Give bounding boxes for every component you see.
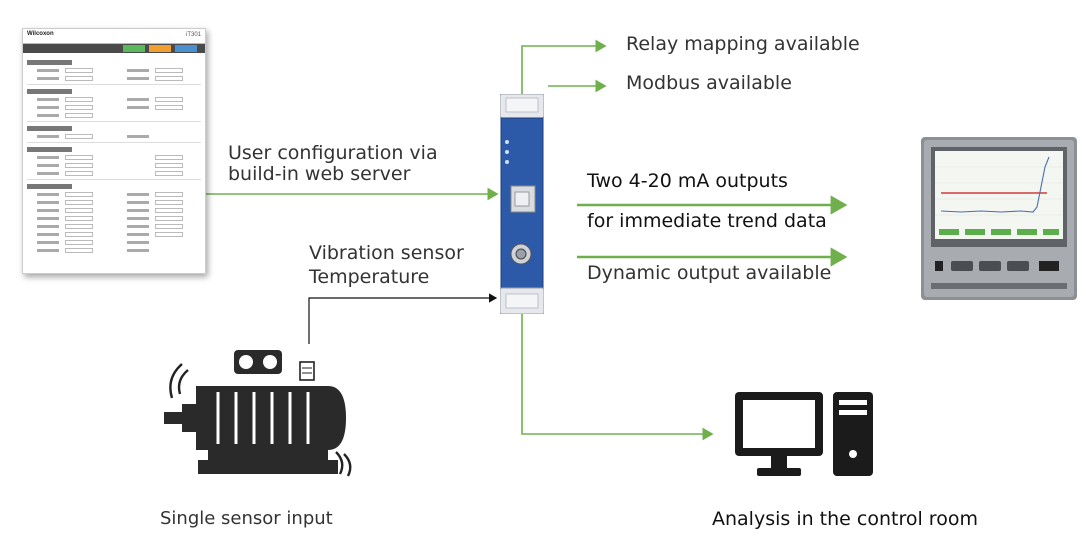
- analysis-label: Analysis in the control room: [712, 508, 978, 530]
- desktop-computer-icon: [735, 392, 873, 476]
- webpage-model: iT301: [185, 32, 201, 38]
- relay-mapping-label: Relay mapping available: [626, 33, 860, 55]
- relay-arrow: [521, 39, 607, 94]
- webpage-logo: Wilcoxon: [27, 31, 54, 37]
- temperature-label: Temperature: [309, 266, 430, 288]
- analysis-arrow: [521, 314, 714, 441]
- user-config-label-line1: User configuration via: [228, 142, 438, 164]
- electric-motor-icon: [164, 350, 352, 477]
- two-outputs-label: Two 4-20 mA outputs: [587, 170, 788, 192]
- din-rail-transmitter-icon: [500, 94, 544, 314]
- chart-recorder-icon: [921, 137, 1077, 300]
- vibration-sensor-label: Vibration sensor: [309, 242, 464, 264]
- trend-data-label: for immediate trend data: [587, 210, 827, 232]
- modbus-label: Modbus available: [626, 72, 792, 94]
- sensor-cable: [308, 293, 498, 344]
- single-sensor-label: Single sensor input: [160, 508, 333, 529]
- dynamic-output-label: Dynamic output available: [587, 262, 832, 284]
- web-server-screenshot: Wilcoxon iT301: [22, 28, 206, 274]
- user-config-label-line2: build-in web server: [228, 163, 411, 185]
